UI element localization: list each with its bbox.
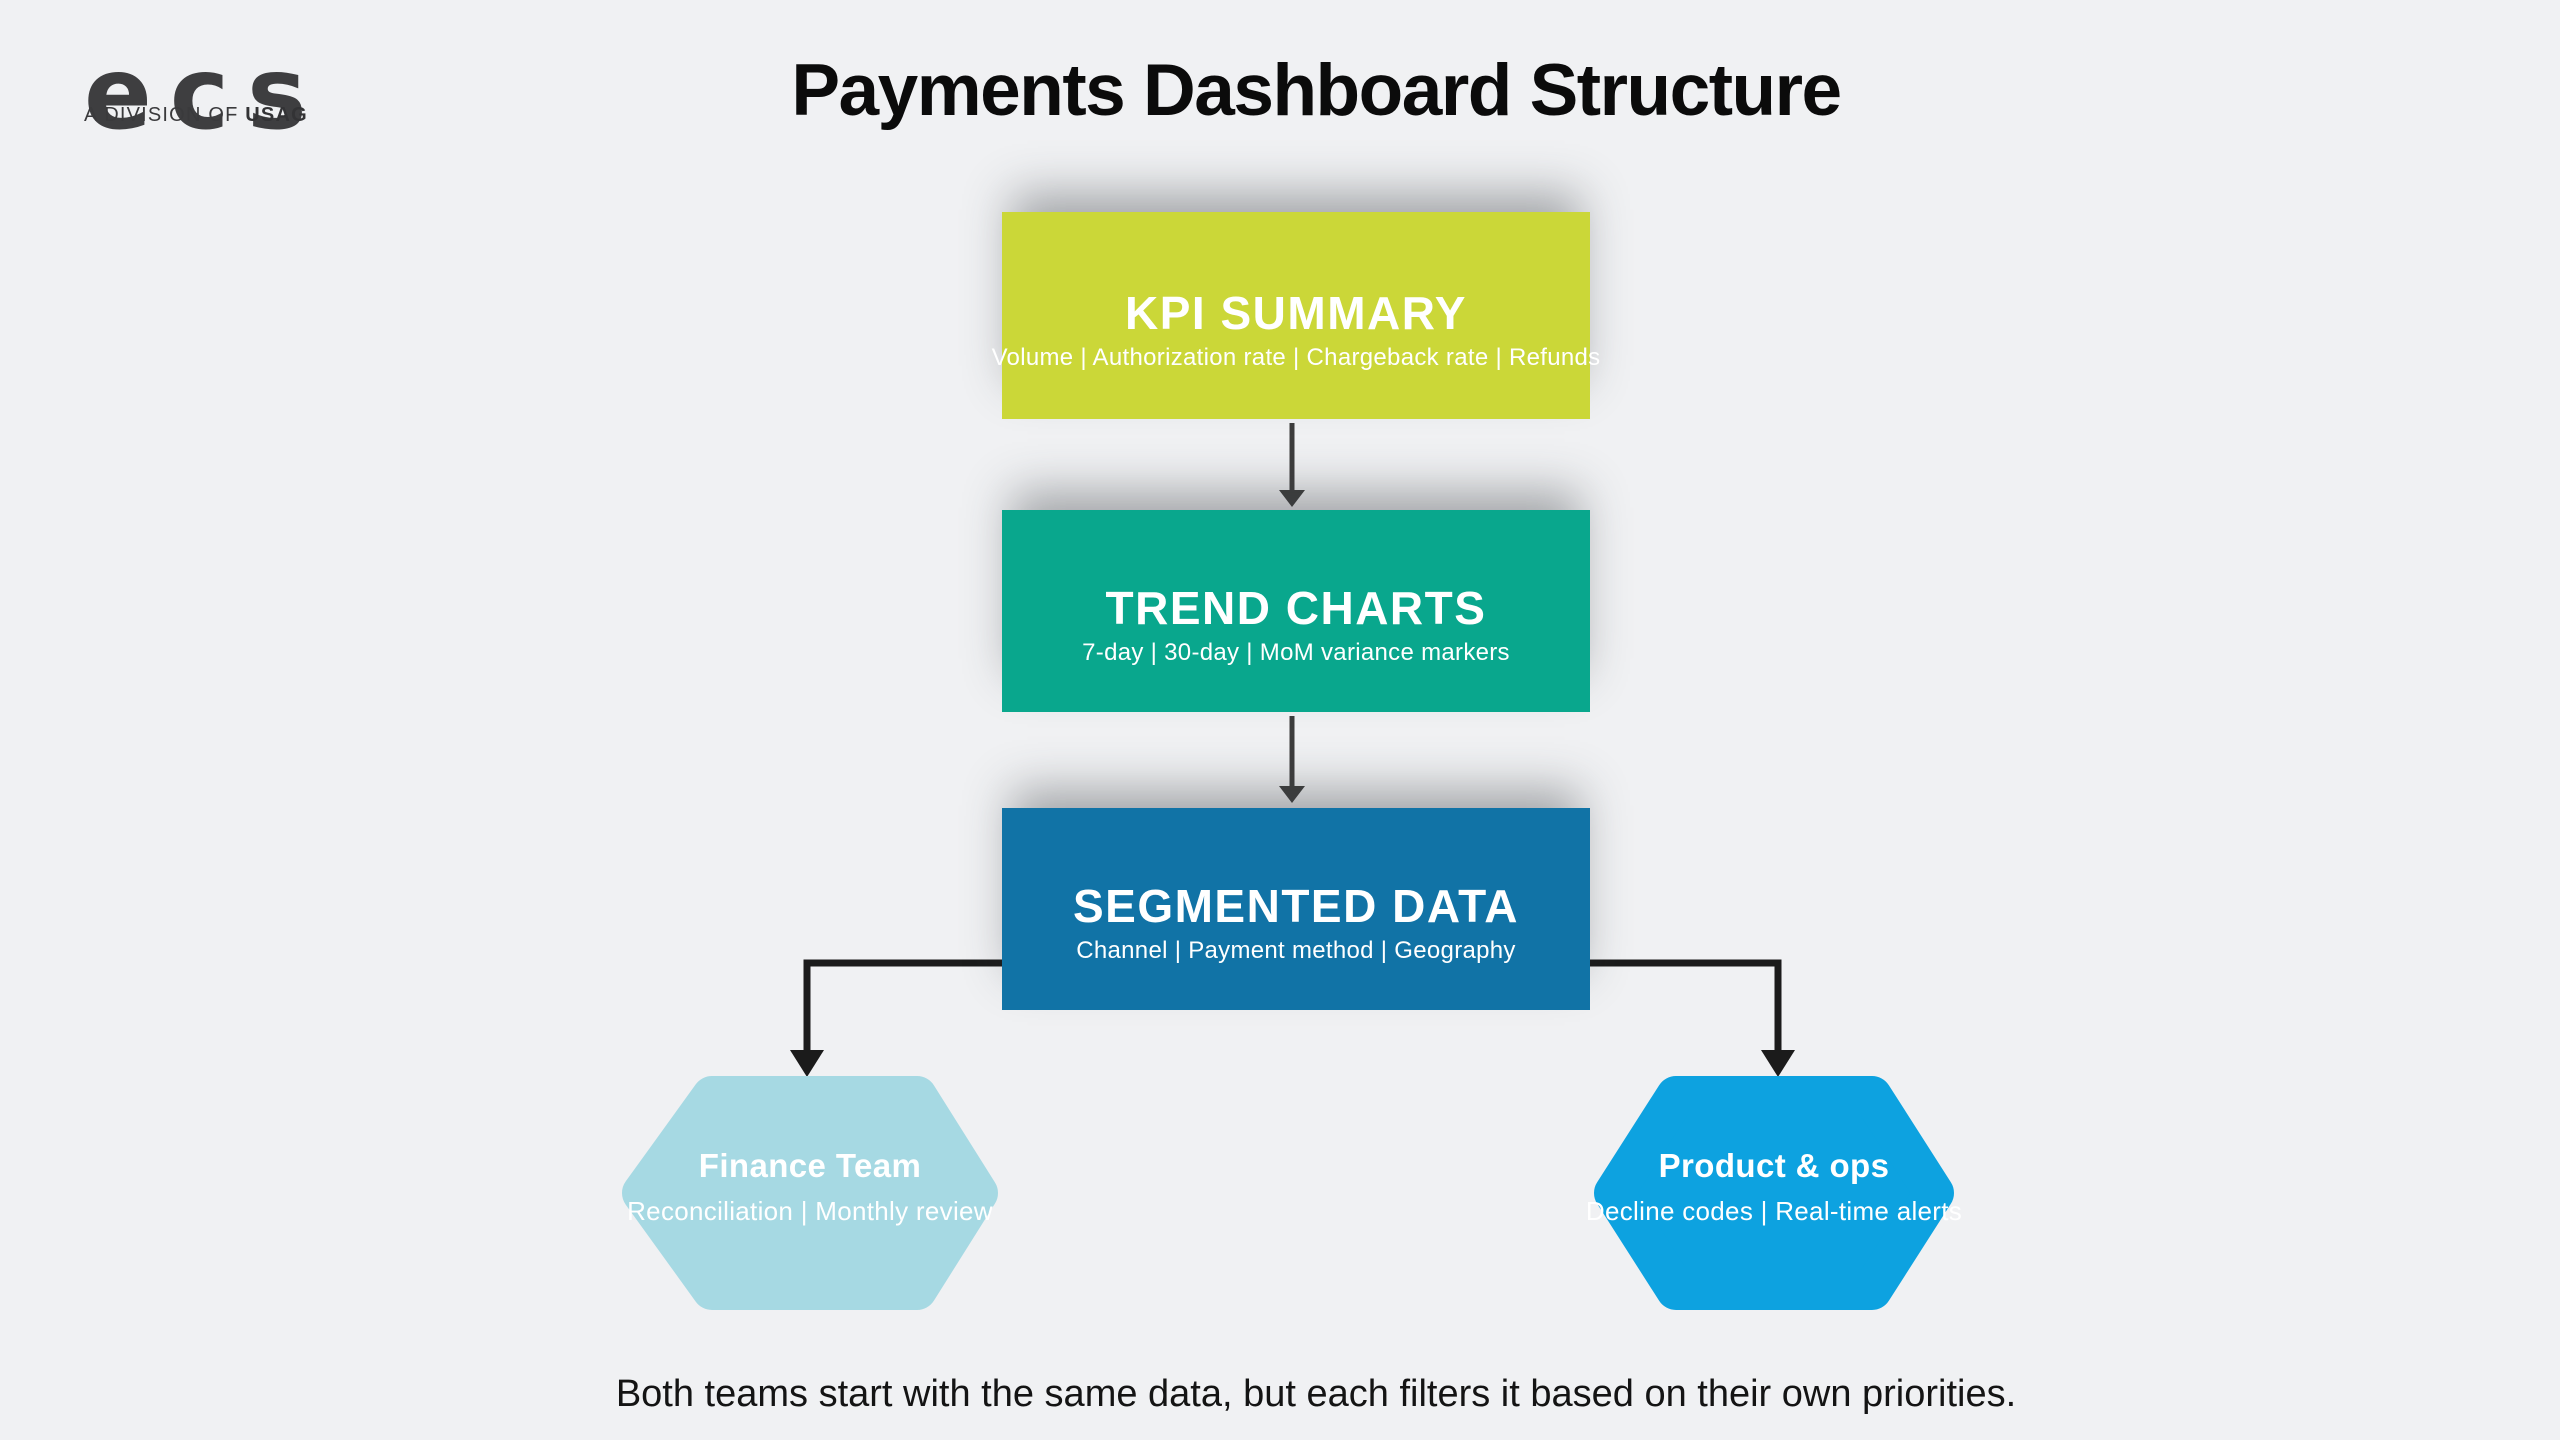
arrow-head — [1279, 490, 1305, 507]
arrow-head — [1761, 1050, 1795, 1077]
flow-node-trend-charts: TREND CHARTS 7-day | 30-day | MoM varian… — [1002, 510, 1590, 712]
hexagon-product-ops — [1594, 1076, 1954, 1310]
arrow-down-icon — [1279, 716, 1305, 803]
node-subtitle: Volume | Authorization rate | Chargeback… — [991, 343, 1601, 371]
arrow-head — [790, 1050, 824, 1077]
arrow-head — [1279, 786, 1305, 803]
hexagon-finance-team — [622, 1076, 998, 1310]
arrow-down-icon — [1279, 423, 1305, 507]
node-text-stack: TREND CHARTS 7-day | 30-day | MoM varian… — [1082, 582, 1510, 668]
logo-wordmark: ecs — [84, 35, 325, 152]
flow-node-segmented-data: SEGMENTED DATA Channel | Payment method … — [1002, 808, 1590, 1010]
branch-subtitle: Reconciliation | Monthly review — [627, 1196, 993, 1226]
logo-tagline-brand: USAG — [245, 104, 308, 126]
branch-title: Product & ops — [1658, 1147, 1890, 1184]
node-title: KPI SUMMARY — [1125, 286, 1467, 339]
branch-title: Finance Team — [698, 1147, 922, 1184]
ecs-logo: ecs — [84, 44, 325, 144]
node-text-stack: SEGMENTED DATA Channel | Payment method … — [1073, 880, 1519, 966]
branch-finance-team: Finance Team Reconciliation | Monthly re… — [617, 1146, 1003, 1226]
node-title: TREND CHARTS — [1105, 582, 1487, 634]
logo-tagline: A DIVISION OF USAG — [84, 104, 308, 127]
flow-node-kpi-summary: KPI SUMMARY Volume | Authorization rate … — [992, 212, 1600, 419]
page-title: Payments Dashboard Structure — [791, 50, 1842, 131]
node-text-stack: KPI SUMMARY Volume | Authorization rate … — [992, 287, 1601, 373]
footer-note: Both teams start with the same data, but… — [615, 1373, 2017, 1415]
node-title: SEGMENTED DATA — [1072, 880, 1520, 932]
connector-left-branch — [790, 959, 1002, 1077]
connector-line — [803, 959, 1002, 1052]
node-subtitle: Channel | Payment method | Geography — [1076, 937, 1516, 964]
branch-subtitle: Decline codes | Real-time alerts — [1585, 1196, 1963, 1226]
connector-right-branch — [1590, 959, 1795, 1077]
node-subtitle: 7-day | 30-day | MoM variance markers — [1082, 639, 1510, 666]
logo-tagline-prefix: A DIVISION OF — [84, 104, 246, 126]
branch-product-ops: Product & ops Decline codes | Real-time … — [1583, 1146, 1965, 1226]
connector-line — [1590, 959, 1782, 1052]
